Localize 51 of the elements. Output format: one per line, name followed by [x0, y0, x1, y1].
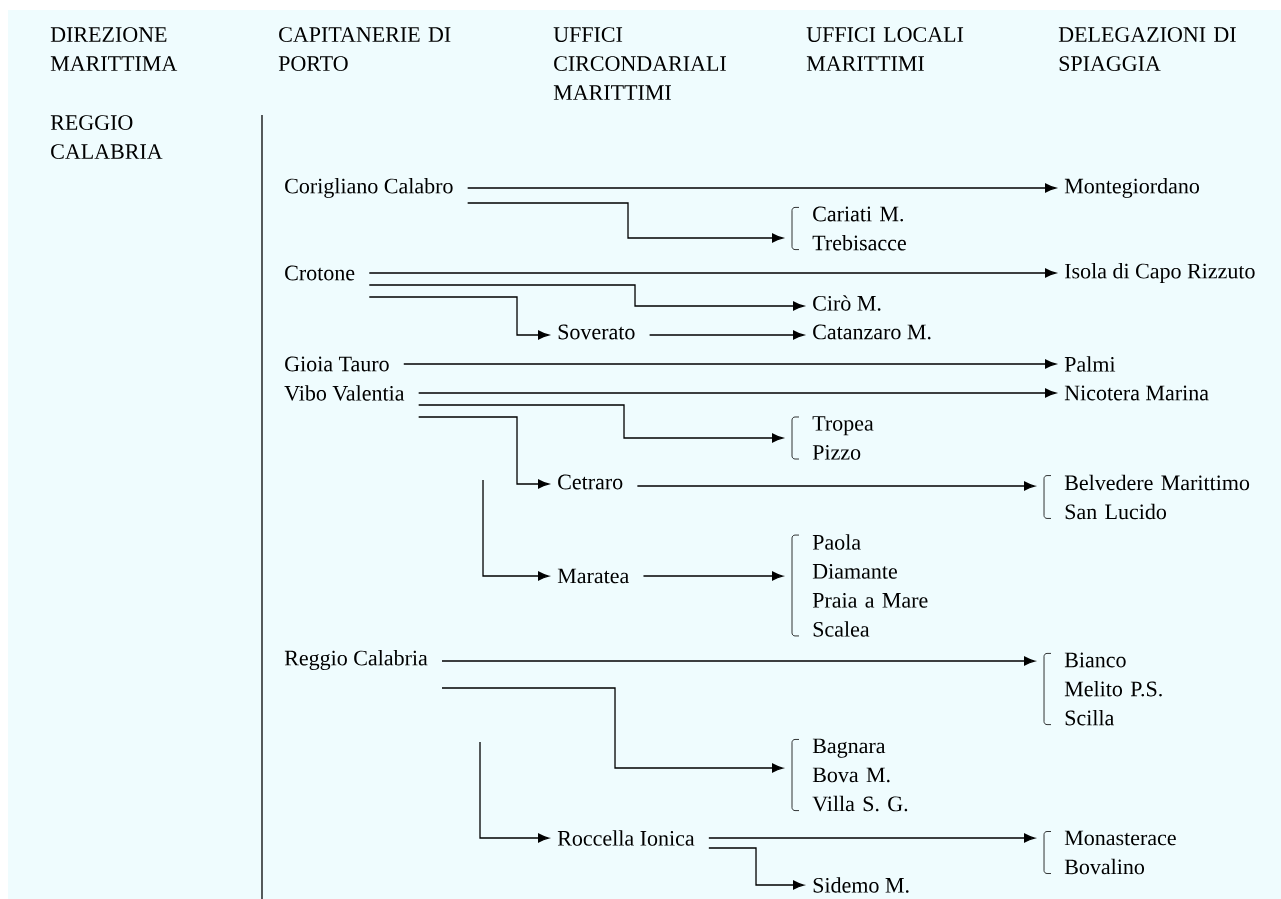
place-name: Cirò M. — [813, 295, 881, 311]
node-label: Scalea — [813, 621, 870, 637]
arrow — [418, 416, 550, 489]
arrow — [368, 268, 1057, 278]
place-name: Gioia Tauro — [285, 356, 389, 372]
place-name: Montegiordano — [1064, 178, 1200, 198]
arrow — [482, 479, 550, 581]
arrow — [418, 388, 1057, 398]
place-name: Isola di Capo Rizzuto — [1065, 263, 1255, 283]
place-name: Reggio Calabria — [284, 650, 428, 670]
arrow — [479, 741, 550, 843]
arrow — [642, 571, 784, 581]
place-name: Vibo Valentia — [284, 385, 405, 401]
arrow — [418, 404, 784, 443]
arrow — [467, 183, 1057, 193]
place-name: Maratea — [557, 568, 629, 584]
place-list: Paola Diamante Praia a Mare Scalea — [812, 534, 928, 637]
place-name: Palmi — [1064, 356, 1116, 372]
arrow — [467, 202, 784, 243]
arrow — [708, 833, 1036, 843]
node-label: Praia a Mare — [812, 592, 928, 608]
arrow — [441, 687, 784, 773]
arrow — [368, 284, 805, 311]
node-label: Paola — [812, 534, 861, 550]
place-name: Crotone — [285, 265, 355, 281]
arrow — [368, 296, 550, 340]
place-list: Tropea Pizzo — [812, 416, 874, 460]
arrow — [708, 847, 805, 890]
place-list: Belvedere Marittimo San Lucido — [1064, 474, 1250, 520]
place-list: Bagnara Bova M. Villa S. G. — [812, 738, 908, 812]
column-heading: UFFICI LOCALI MARITTIMI — [806, 27, 964, 71]
region-name: REGGIO CALABRIA — [50, 115, 163, 159]
place-name: Nicotera Marina — [1064, 385, 1209, 401]
column-heading: UFFICI CIRCONDARIALI MARITTIMI — [553, 27, 726, 100]
arrow — [636, 481, 1036, 491]
place-list: Bianco Melito P.S. Scilla — [1064, 652, 1162, 726]
place-list: Monasterace Bovalino — [1064, 830, 1176, 875]
place-name: Sidemo M. — [813, 877, 909, 893]
column-heading: CAPITANERIE DI PORTO — [278, 27, 451, 71]
place-name: Catanzaro M. — [813, 324, 931, 340]
place-name: Roccella Ionica — [557, 830, 695, 846]
place-name: Soverato — [558, 324, 635, 340]
node-label: Diamante — [812, 563, 897, 579]
arrow — [441, 656, 1036, 666]
arrow — [403, 359, 1057, 369]
place-name: Cetraro — [558, 474, 623, 490]
column-heading: DELEGAZIONI DI SPIAGGIA — [1058, 27, 1236, 71]
column-heading: DIREZIONE MARITTIMA — [50, 27, 178, 71]
arrow — [648, 330, 805, 340]
place-list: Cariati M. Trebisacce — [812, 206, 906, 251]
place-name: Corigliano Calabro — [285, 178, 453, 198]
